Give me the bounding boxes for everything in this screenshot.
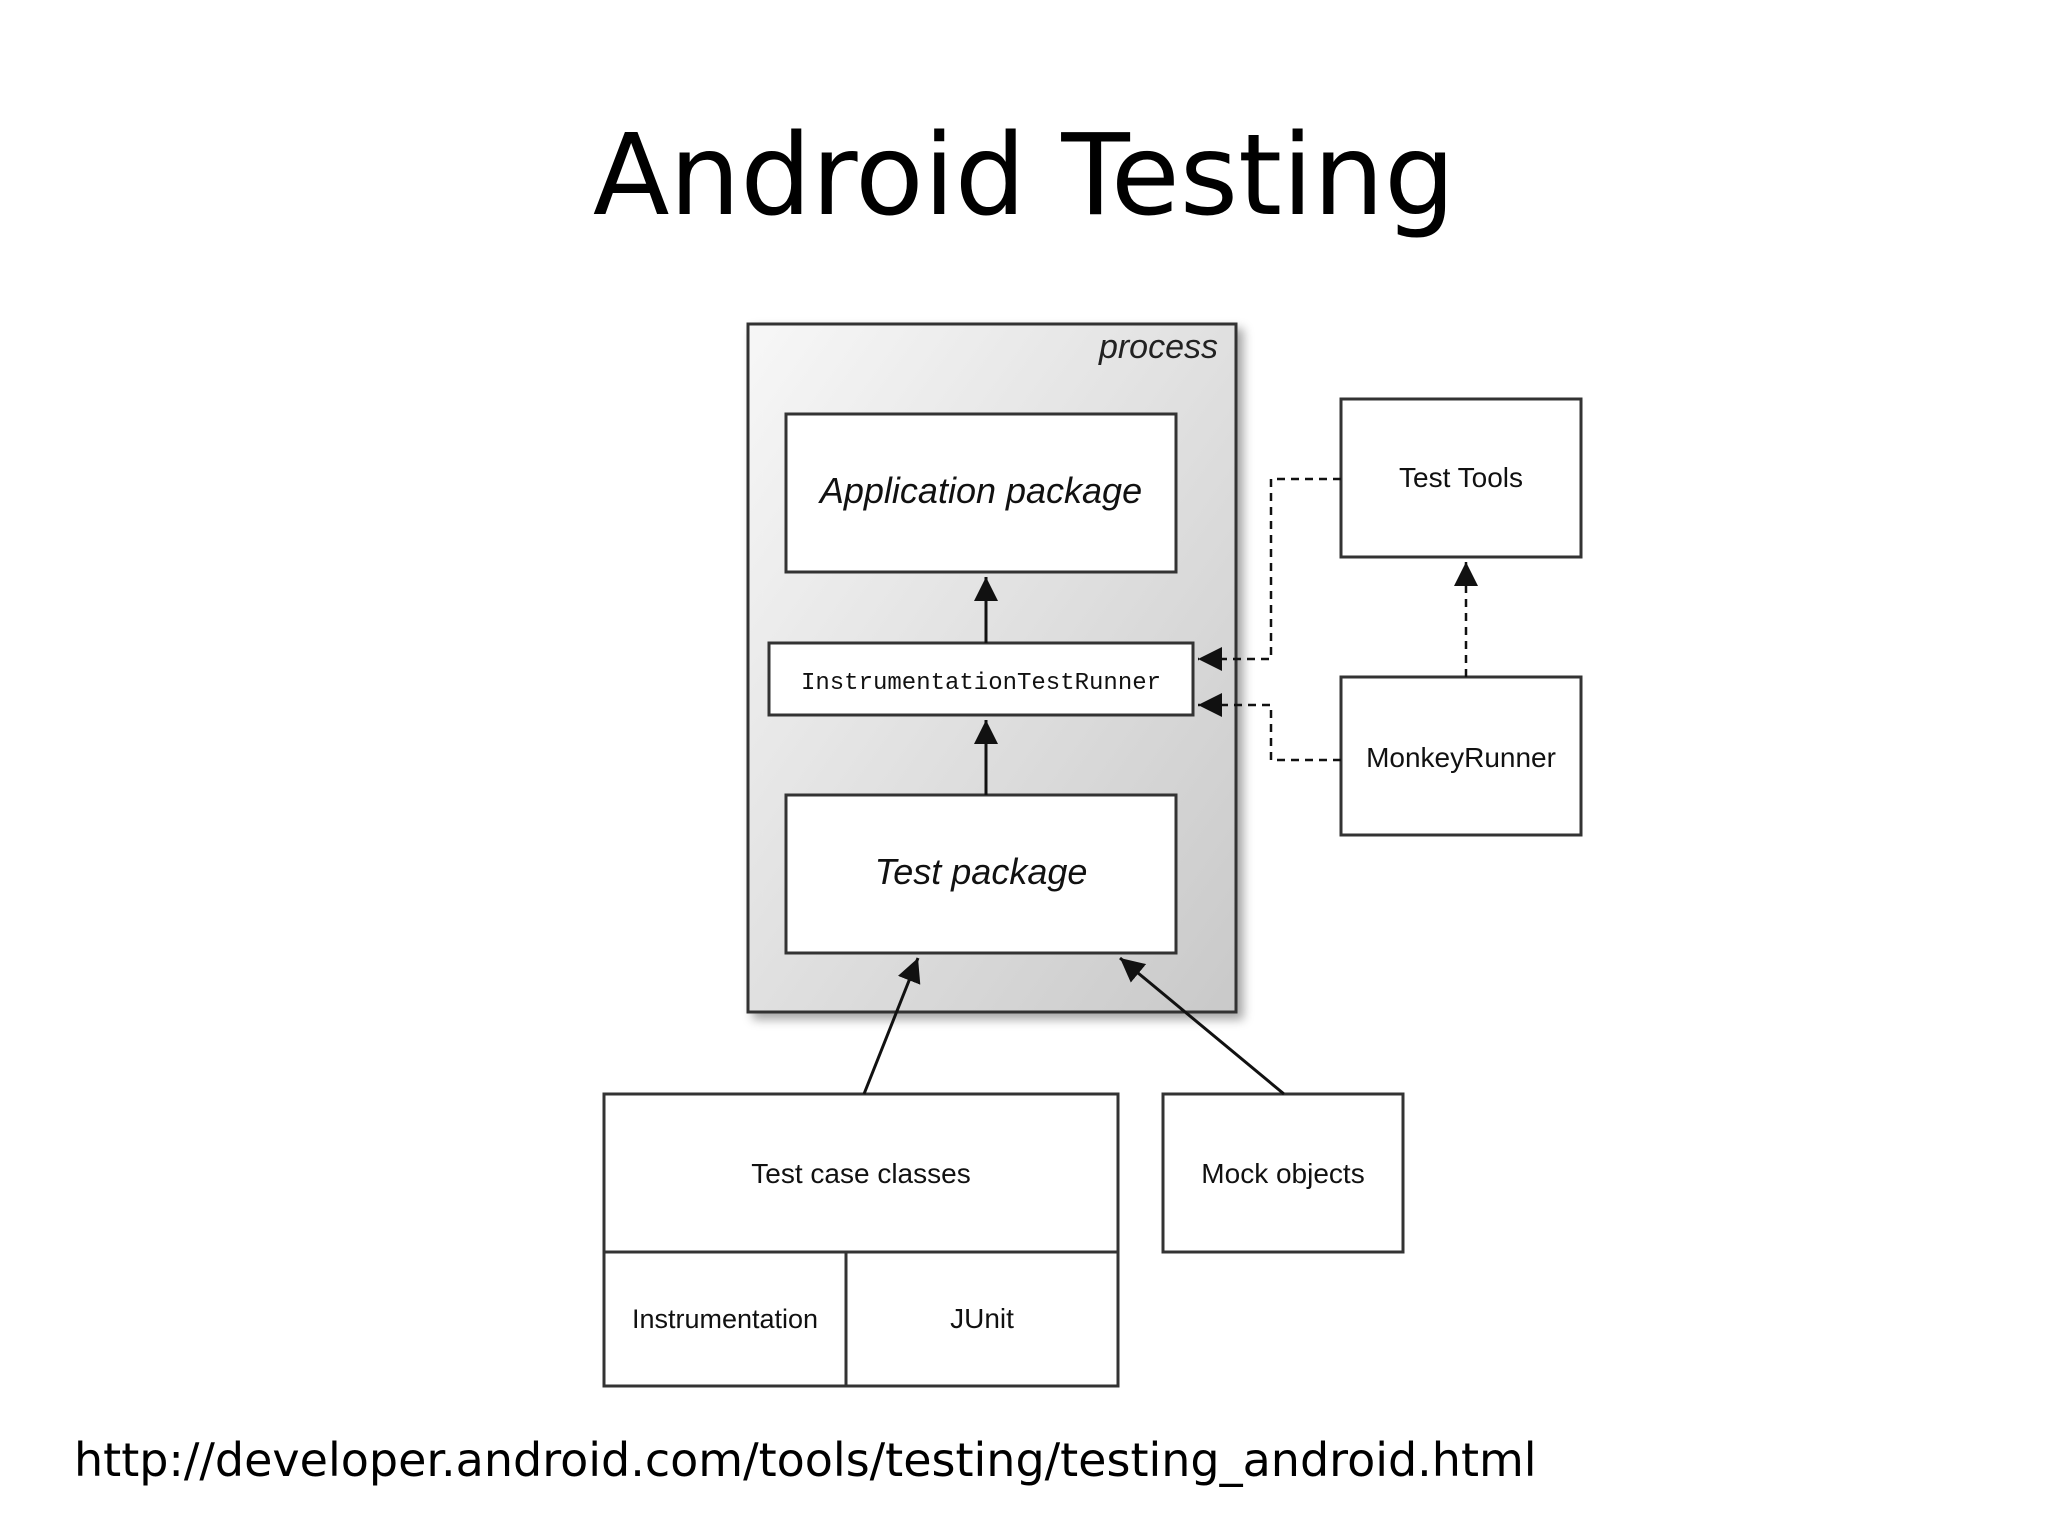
source-url: http://developer.android.com/tools/testi… [74,1433,1537,1487]
test-tools-label: Test Tools [1399,462,1523,493]
instrumentation-box [602,1250,848,1388]
arrow-mock-objects-to-test-package [1119,956,1285,1096]
instrumentation-test-runner-label: InstrumentationTestRunner [801,670,1161,697]
junit-label: JUnit [950,1303,1014,1334]
junit-box [844,1250,1120,1388]
test-tools-box [1339,397,1583,559]
application-package-label: Application package [818,470,1142,511]
arrow-test-case-classes-to-test-package [862,957,921,1095]
test-case-classes-label: Test case classes [751,1158,970,1189]
test-case-classes-box [602,1092,1120,1254]
test-package-label: Test package [875,851,1088,892]
test-package-box [784,793,1178,955]
slide-title: Android Testing [592,111,1456,241]
instrumentation-test-runner-box [767,641,1195,717]
arrow-test-tools-to-runner [1198,477,1341,671]
monkey-runner-box [1339,675,1583,837]
mock-objects-label: Mock objects [1201,1158,1364,1189]
application-package-box [784,412,1178,574]
instrumentation-label: Instrumentation [632,1304,818,1334]
process-label: process [1098,328,1218,366]
monkey-runner-label: MonkeyRunner [1366,742,1556,773]
arrow-monkey-runner-to-runner [1198,693,1341,762]
